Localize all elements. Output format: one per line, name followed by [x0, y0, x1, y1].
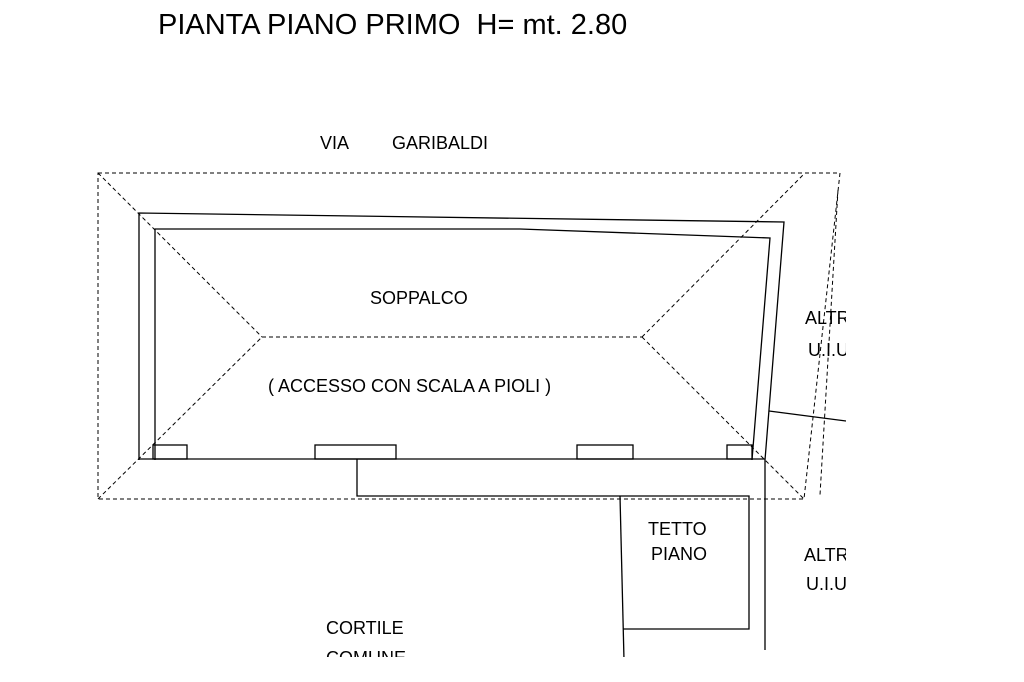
plan-title: PIANTA PIANO PRIMO H= mt. 2.80 — [158, 9, 627, 41]
access-note: ( ACCESSO CON SCALA A PIOLI ) — [268, 376, 551, 396]
courtyard-label-line2: COMUNE — [326, 648, 406, 668]
neighbor-unit-lower-line2: U.I.U. — [806, 574, 852, 594]
room-label-soppalco: SOPPALCO — [370, 288, 468, 308]
outer-wall — [138, 212, 785, 461]
courtyard-label-line1: CORTILE — [326, 618, 404, 638]
roof-hip-lines — [97, 172, 805, 500]
flat-roof-label-line2: PIANO — [651, 544, 707, 564]
window-opening-2 — [314, 444, 397, 460]
neighbor-unit-lower-line1: ALTRA — [804, 545, 861, 565]
flat-roof-label-line1: TETTO — [648, 519, 707, 539]
property-line — [819, 189, 839, 496]
window-opening-1 — [152, 444, 188, 460]
window-opening-4 — [726, 444, 753, 460]
neighbor-boundary-line — [768, 410, 846, 422]
neighbor-unit-upper-line2: U.I.U. — [808, 340, 854, 360]
street-label-name: GARIBALDI — [392, 133, 488, 153]
window-opening-3 — [576, 444, 634, 460]
inner-wall — [154, 228, 771, 461]
neighbor-unit-upper-line1: ALTRA — [805, 308, 862, 328]
lower-wall — [356, 459, 750, 630]
roof-outline — [97, 172, 841, 500]
flat-roof-left-wall — [619, 495, 625, 657]
street-label-via: VIA — [320, 133, 349, 153]
